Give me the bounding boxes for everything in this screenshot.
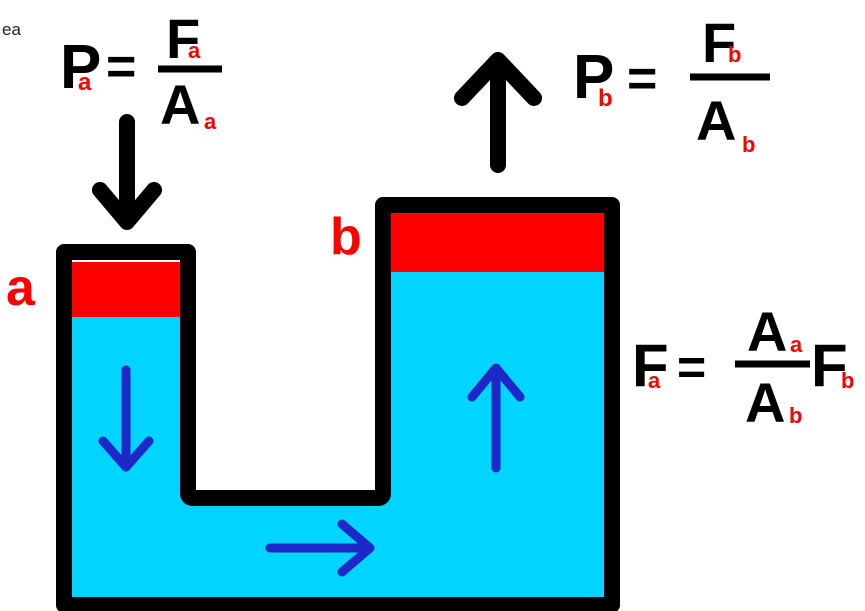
formula-pressure-b: P b = F b A b [573, 11, 770, 157]
formula-b-den-sub: b [742, 132, 755, 157]
formula-a-lhs-sub: a [78, 69, 92, 96]
formula-f-den: A [745, 371, 785, 434]
formula-b-lhs-sub: b [598, 85, 613, 112]
formula-a-lhs: P [60, 33, 101, 102]
formula-a-den: A [160, 73, 200, 136]
formula-pressure-a: P a = F a A a [60, 7, 222, 136]
formula-f-rhs: F [811, 332, 848, 399]
formula-b-num-sub: b [728, 42, 741, 67]
formula-f-rhs-sub: b [841, 368, 854, 393]
formula-b-eq: = [627, 50, 657, 108]
label-b: b [330, 208, 362, 266]
formula-a-num-sub: a [188, 38, 201, 63]
container-outline [56, 197, 620, 611]
flow-right-arrow-icon [265, 519, 375, 577]
formula-a-eq: = [106, 38, 136, 96]
corner-text-fragment: ea [2, 20, 21, 39]
formula-force: F a = A a A b F b [632, 300, 854, 434]
formula-f-den-sub: b [789, 403, 802, 428]
force-down-arrow-icon [92, 114, 162, 230]
piston-b [390, 212, 604, 272]
label-a: a [6, 259, 36, 317]
formula-b-num: F [702, 11, 736, 74]
formula-a-num: F [166, 7, 200, 70]
flow-down-arrow-icon [98, 365, 154, 472]
formula-f-lhs: F [632, 332, 669, 399]
force-up-arrow-icon [454, 52, 542, 173]
formula-f-num: A [747, 300, 787, 363]
formula-f-num-sub: a [790, 332, 803, 357]
formula-a-den-sub: a [204, 109, 217, 134]
formula-f-eq: = [677, 339, 706, 395]
formula-b-lhs: P [573, 43, 614, 112]
formula-f-lhs-sub: a [648, 368, 661, 393]
piston-a [72, 262, 180, 317]
flow-up-arrow-icon [467, 363, 525, 473]
formula-b-den: A [696, 89, 736, 152]
